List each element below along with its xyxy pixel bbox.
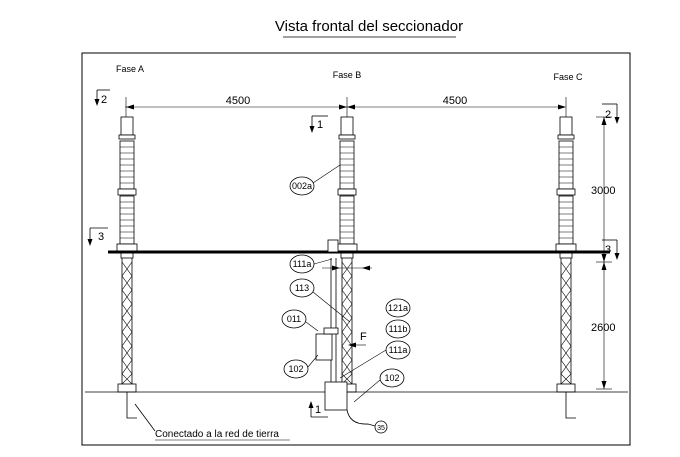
callout-coupling-label: 113 <box>295 283 309 293</box>
phase-c-lattice-structure <box>556 251 576 393</box>
phase-c-insulator <box>555 116 577 253</box>
callout-shaft-c <box>339 340 411 379</box>
phase-a-pole <box>116 116 138 393</box>
phase-b-insulator <box>336 116 358 253</box>
section-mark-mid-right-label: 3 <box>605 244 611 256</box>
callout-box-left-label: 102 <box>288 364 303 374</box>
callout-rod-top <box>289 254 333 274</box>
callout-rod-top-label: 111a <box>293 259 312 269</box>
vertical-dimension <box>596 116 612 390</box>
structure-height-label: 2600 <box>591 322 615 334</box>
operating-mechanism <box>315 239 372 411</box>
phase-b-pole <box>336 116 358 393</box>
section-mark-mid-left <box>87 227 108 246</box>
section-mark-top-left <box>94 89 110 106</box>
section-mark-top-left-label: 2 <box>101 94 107 106</box>
callout-coupling <box>289 278 351 323</box>
callout-drive <box>281 309 319 332</box>
ground-note: Conectado a la red de tierra <box>155 429 279 440</box>
section-mark-mid-right <box>602 239 620 260</box>
span-dimension <box>125 97 567 118</box>
callout-box-right <box>353 368 405 403</box>
callout-ground-tag-label: 35 <box>377 425 385 432</box>
section-mark-bottom-label: 1 <box>315 404 321 416</box>
phase-label-b: Fase B <box>333 70 362 80</box>
section-mark-center-top <box>309 115 328 133</box>
drawing-frame <box>81 52 631 446</box>
phase-label-a: Fase A <box>116 64 144 74</box>
force-label: F <box>360 331 367 343</box>
callout-shaft-b <box>385 319 411 339</box>
section-mark-mid-left-label: 3 <box>98 231 104 243</box>
callout-ground-tag <box>346 409 388 434</box>
phase-a-lattice-structure <box>117 251 137 393</box>
callout-box-left <box>283 354 319 379</box>
drawing-title: Vista frontal del seccionador <box>275 18 463 35</box>
phase-label-c: Fase C <box>553 72 583 82</box>
callout-drive-label: 011 <box>287 314 301 324</box>
callout-shaft-b-label: 111b <box>389 324 408 334</box>
phase-c-pole <box>555 116 577 393</box>
phase-b-lattice-structure <box>337 251 357 393</box>
section-mark-bottom <box>308 401 328 418</box>
callout-shaft-a <box>385 298 411 318</box>
section-mark-top-right-label: 2 <box>605 109 611 121</box>
span-ab-label: 4500 <box>226 95 250 107</box>
ground-conductors <box>126 392 576 432</box>
insulator-height-label: 3000 <box>591 185 615 197</box>
callout-shaft-a-label: 121a <box>388 303 408 313</box>
span-bc-label: 4500 <box>443 95 467 107</box>
phase-a-insulator <box>116 116 138 253</box>
callout-box-right-label: 102 <box>384 373 399 383</box>
section-mark-top-right <box>602 103 620 124</box>
callout-insulator <box>289 164 341 196</box>
section-mark-center-top-label: 1 <box>317 119 323 131</box>
callout-shaft-c-label: 111a <box>389 345 408 355</box>
callout-insulator-label: 002a <box>292 181 312 191</box>
